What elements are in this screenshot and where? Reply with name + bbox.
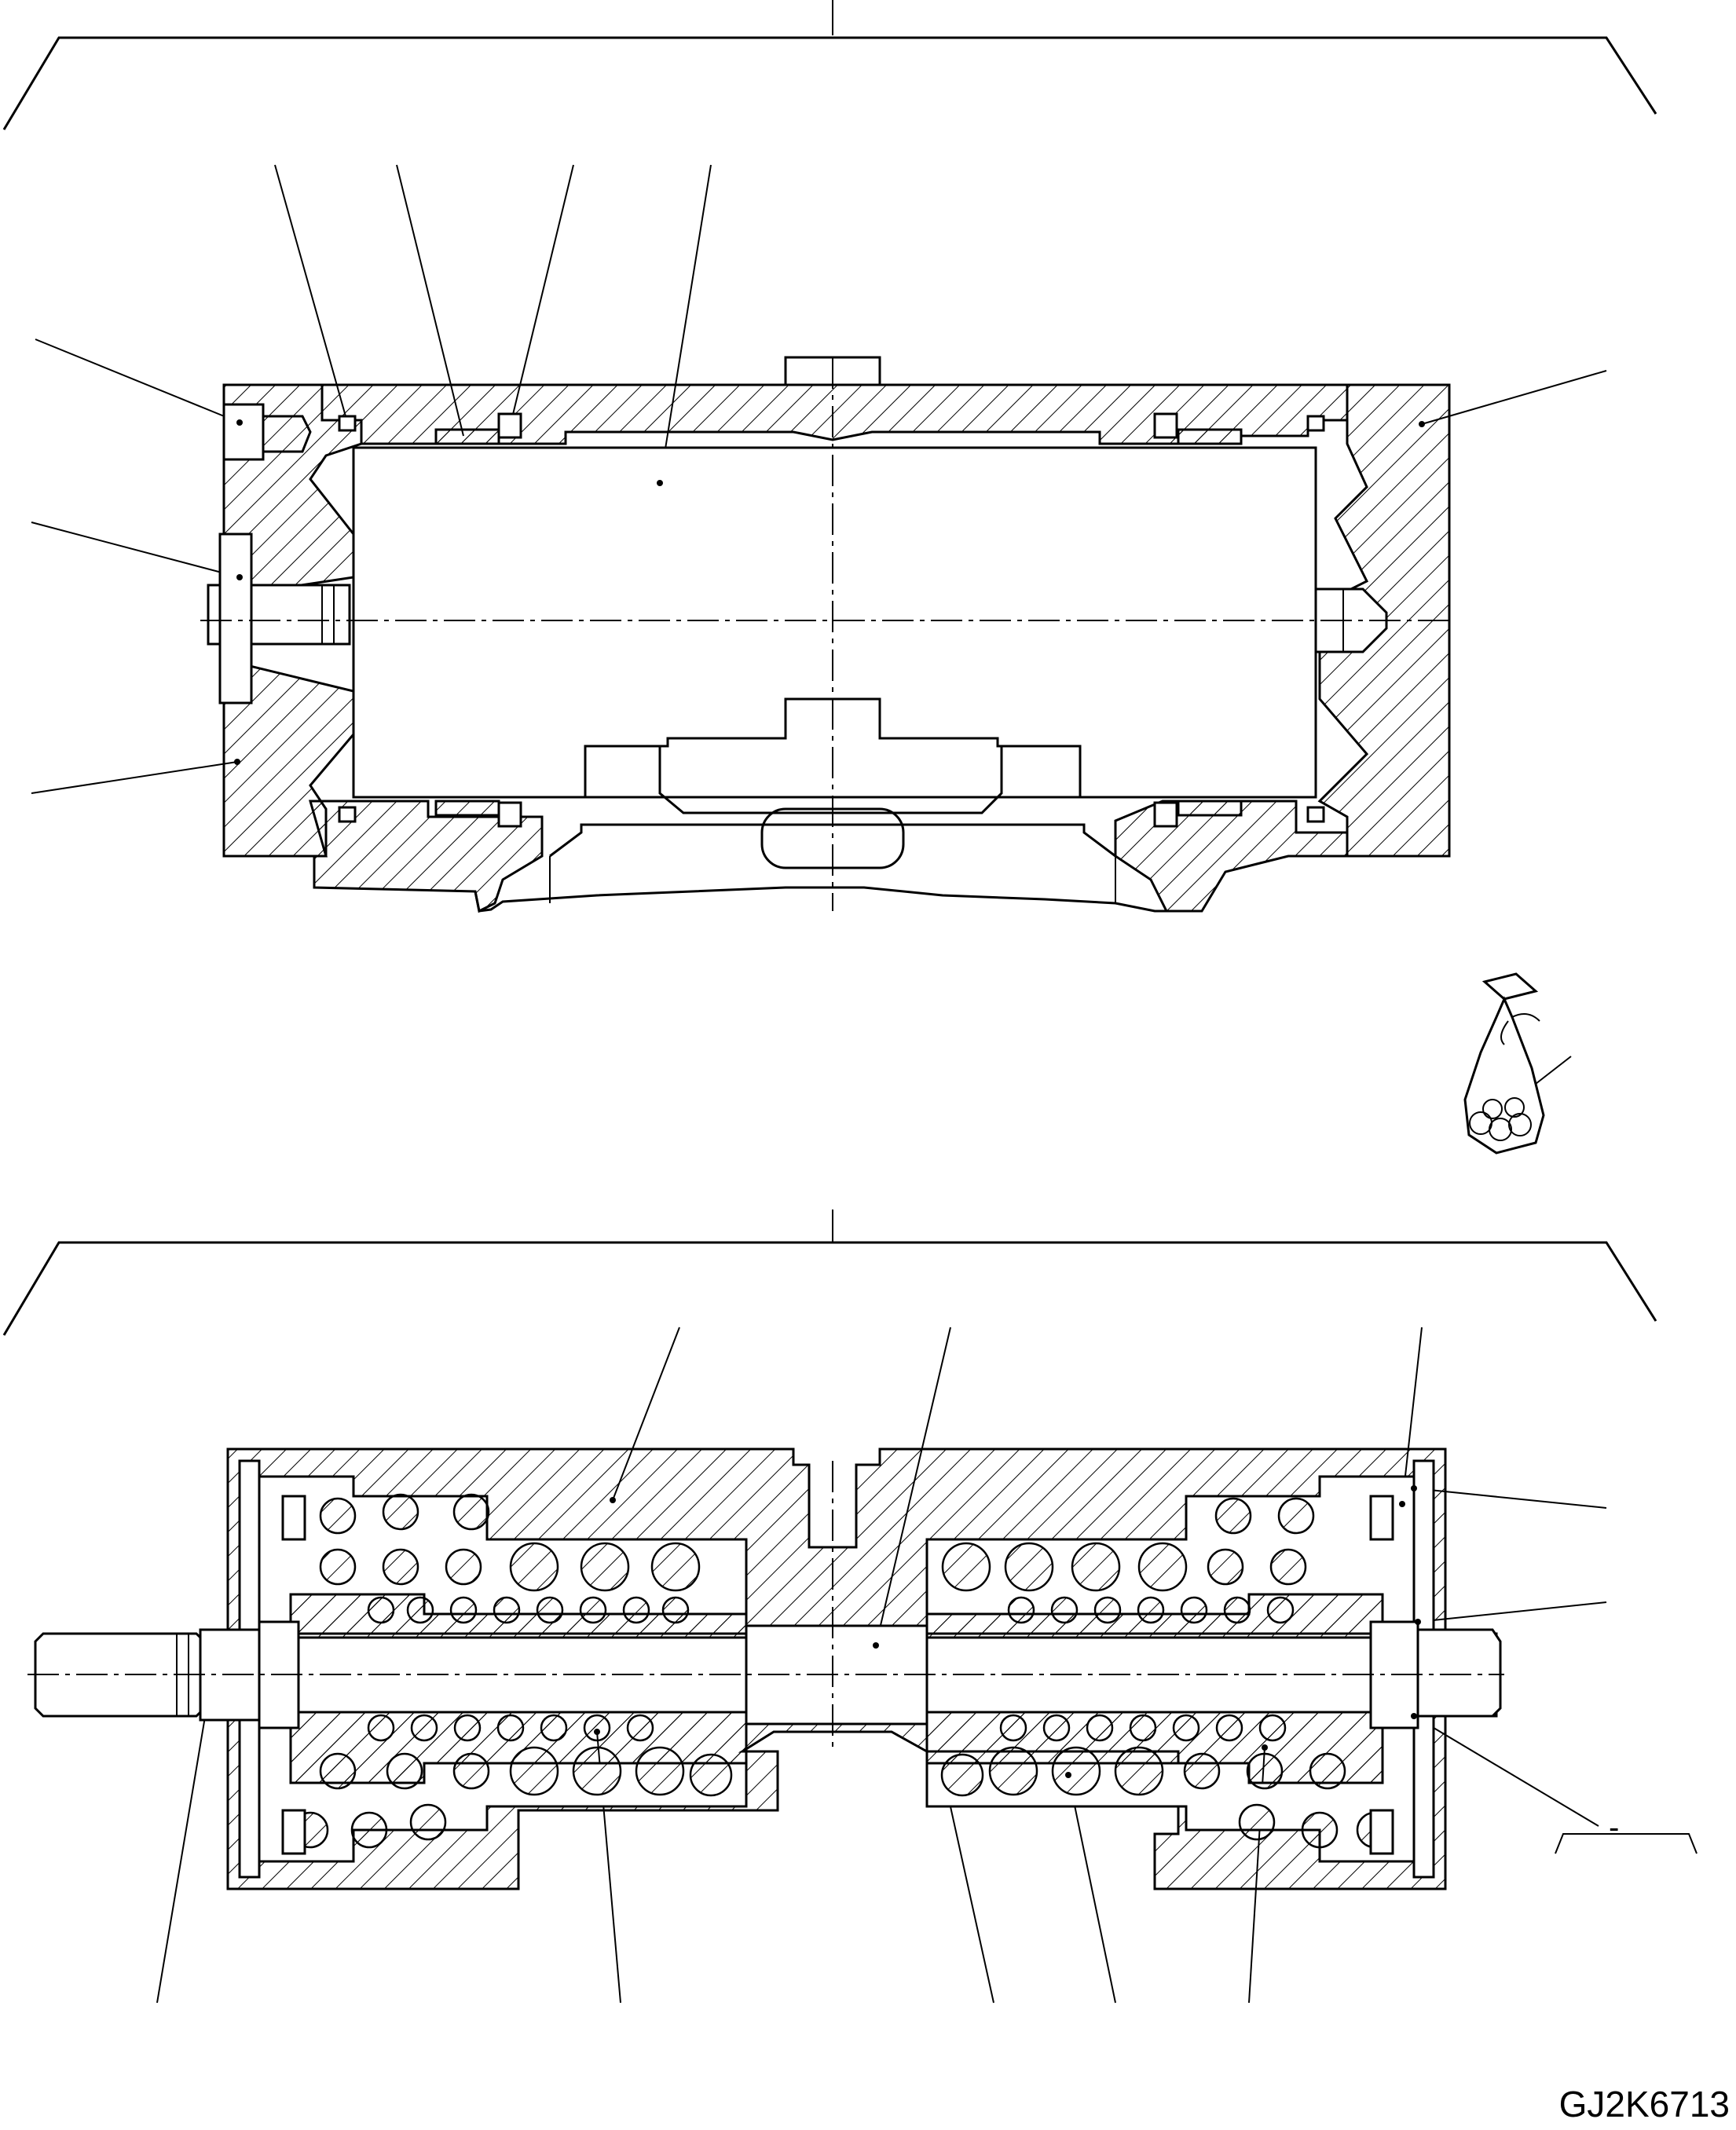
upper-leader-lines (31, 164, 1607, 794)
lower-section-view (2, 1210, 1698, 2004)
reference-dash-label: - (1609, 1810, 1620, 1845)
upper-spool (352, 446, 1317, 913)
parts-bag-icon (1463, 972, 1572, 1155)
lower-leader-dots (594, 1485, 1421, 1778)
upper-seals (338, 412, 1325, 828)
upper-centerlines (200, 357, 1449, 911)
upper-leader-dots (234, 419, 1425, 765)
drawing-code: GJ2K6713 (1558, 2084, 1730, 2125)
lower-centerlines (27, 1461, 1504, 1751)
upper-group-bracket (2, 0, 1657, 130)
upper-section-view (2, 0, 1657, 913)
upper-left-fittings (207, 403, 351, 705)
lower-group-bracket (2, 1210, 1657, 1336)
